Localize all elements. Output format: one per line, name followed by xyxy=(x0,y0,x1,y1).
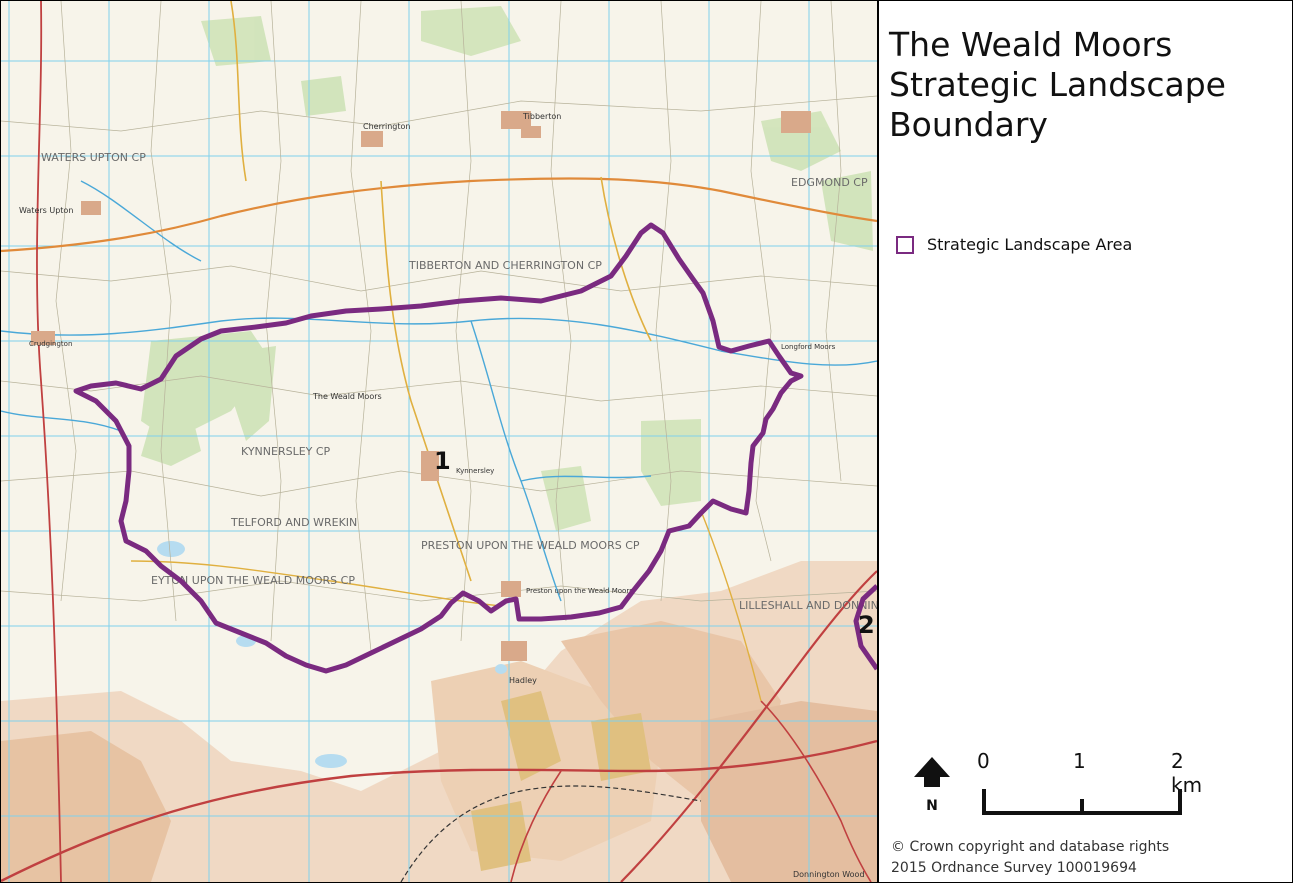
parish-labels: WATERS UPTON CP TIBBERTON AND CHERRINGTO… xyxy=(41,151,877,612)
copyright-notice: © Crown copyright and database rights 20… xyxy=(891,837,1169,879)
copyright-line: 2015 Ordnance Survey 100019694 xyxy=(891,860,1137,876)
water-bodies xyxy=(157,541,507,768)
place-label: Tibberton xyxy=(522,112,561,121)
grid-lines xyxy=(1,1,877,882)
scale-bar: 0 1 2 km xyxy=(975,749,1202,819)
place-label: Hadley xyxy=(509,676,537,685)
scale-tick-label: 1 xyxy=(1073,749,1086,773)
area-marker-2: 2 xyxy=(858,611,875,639)
place-label: Kynnersley xyxy=(456,467,494,475)
parish-label: EYTON UPON THE WEALD MOORS CP xyxy=(151,574,355,587)
legend-item-strategic-landscape-area: Strategic Landscape Area xyxy=(896,235,1132,254)
place-label: Waters Upton xyxy=(19,206,73,215)
place-label: Longford Moors xyxy=(781,343,836,351)
strategic-landscape-boundary[interactable] xyxy=(73,222,804,674)
place-labels: Tibberton Cherrington The Weald Moors Ky… xyxy=(19,112,865,879)
railway-line xyxy=(400,785,702,882)
place-label: Preston upon the Weald Moors xyxy=(526,587,633,595)
place-label: Donnington Wood xyxy=(793,870,865,879)
area-marker-1: 1 xyxy=(434,447,451,475)
legend-panel: The Weald Moors Strategic Landscape Boun… xyxy=(879,1,1292,882)
parish-label: PRESTON UPON THE WEALD MOORS CP xyxy=(421,539,640,552)
roads xyxy=(1,1,877,882)
scale-tick-label: 2 km xyxy=(1171,749,1203,797)
place-label: Crudgington xyxy=(29,340,72,348)
parish-label: LILLESHALL AND DONNINGTON CP xyxy=(739,599,877,612)
parish-label: TELFORD AND WREKIN xyxy=(230,516,357,529)
place-label: The Weald Moors xyxy=(312,392,382,401)
adjacent-boundary-2[interactable] xyxy=(853,584,877,671)
scale-bar-graphic xyxy=(982,789,1182,815)
parish-label: KYNNERSLEY CP xyxy=(241,445,331,458)
north-label: N xyxy=(926,798,938,814)
parish-label: WATERS UPTON CP xyxy=(41,151,146,164)
legend-label: Strategic Landscape Area xyxy=(927,235,1133,254)
rivers xyxy=(1,180,877,602)
map-title: The Weald Moors Strategic Landscape Boun… xyxy=(889,25,1226,144)
parish-label: TIBBERTON AND CHERRINGTON CP xyxy=(408,259,602,272)
copyright-line: © Crown copyright and database rights xyxy=(891,839,1170,855)
map-panel[interactable]: WATERS UPTON CP TIBBERTON AND CHERRINGTO… xyxy=(1,1,879,882)
urban-areas xyxy=(1,561,877,882)
settlement-blocks xyxy=(31,111,811,661)
scale-tick-label: 0 xyxy=(977,749,990,773)
place-label: Cherrington xyxy=(363,122,411,131)
os-base-map[interactable]: WATERS UPTON CP TIBBERTON AND CHERRINGTO… xyxy=(1,1,877,882)
legend-swatch xyxy=(896,235,914,254)
north-arrow-icon: N xyxy=(912,755,952,815)
parish-label: EDGMOND CP xyxy=(791,176,868,189)
